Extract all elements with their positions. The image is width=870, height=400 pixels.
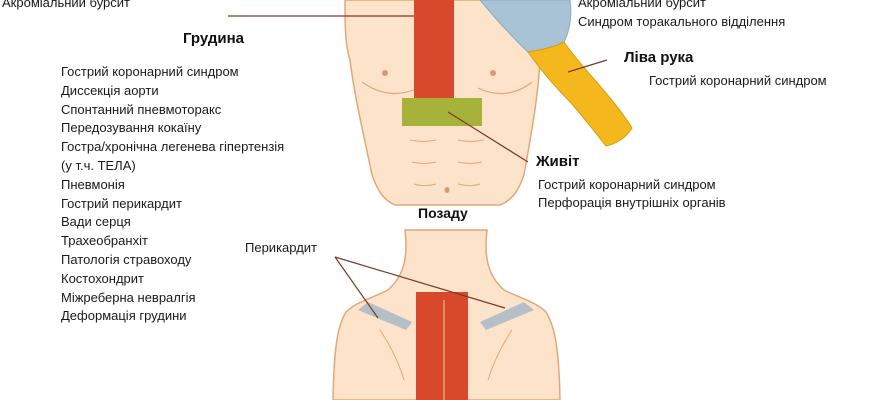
- trapezius-line-left: [379, 329, 405, 381]
- list-item: Міжреберна невралгія: [61, 289, 196, 305]
- ab-line-2: [457, 139, 485, 142]
- list-item: Пневмонія: [61, 176, 125, 192]
- shoulder-item-1: Акроміальний бурсит: [578, 0, 707, 10]
- list-item: Деформація грудини: [61, 308, 187, 324]
- sternum-heading: Грудина: [183, 30, 245, 47]
- list-item: Трахеобранхіт: [61, 233, 148, 249]
- pointer-lines: [228, 15, 608, 319]
- ab-line-5: [413, 183, 437, 186]
- nipple-left: [382, 70, 388, 76]
- left-arm-item: Гострий коронарний синдром: [649, 73, 827, 88]
- list-item: (у т.ч. ТЕЛА): [61, 157, 136, 173]
- arm-region: [527, 41, 633, 147]
- list-item: Спонтанний пневмоторакс: [61, 101, 222, 117]
- top-left-label: Акроміальний бурсит: [2, 0, 131, 10]
- list-item: Диссекція аорти: [61, 82, 159, 98]
- list-item: Гостра/хронічна легенева гіпертензія: [61, 139, 285, 155]
- shoulder-item-2: Синдром торакального відділення: [578, 14, 786, 29]
- ab-line-6: [457, 183, 481, 186]
- abdomen-heading: Живіт: [536, 153, 580, 170]
- sternum-region: [414, 0, 454, 100]
- spine-region: [416, 292, 468, 400]
- back-gray-right: [480, 302, 534, 330]
- abdomen-item-1: Гострий коронарний синдром: [538, 177, 716, 192]
- list-item: Вади серця: [61, 214, 131, 230]
- front-torso: [344, 0, 551, 206]
- back-heading: Позаду: [418, 205, 468, 221]
- abdomen-item-2: Перфорація внутрішніх органів: [538, 195, 726, 210]
- left-arm-heading: Ліва рука: [624, 49, 694, 66]
- trapezius-line-right: [487, 329, 513, 381]
- pointer-pericarditis-left: [334, 256, 379, 319]
- ab-line-1: [409, 139, 437, 142]
- list-item: Патологія стравоходу: [61, 251, 192, 267]
- ab-line-3: [411, 161, 437, 164]
- left-arm: [479, 0, 633, 147]
- back-torso: [332, 229, 561, 400]
- pointer-pericarditis-right: [334, 256, 506, 309]
- list-item: Гострий перикардит: [61, 195, 182, 211]
- pointer-arm: [567, 59, 608, 73]
- ab-line-4: [457, 161, 483, 164]
- abdomen-region: [402, 98, 482, 126]
- pointer-abdomen: [447, 111, 529, 163]
- nipple-right: [490, 70, 496, 76]
- navel: [444, 187, 450, 193]
- list-item: Гострий коронарний синдром: [61, 64, 239, 79]
- list-item: Передозування кокаїну: [61, 120, 202, 136]
- pericarditis-label: Перикардит: [245, 240, 318, 255]
- pectoral-line-left: [361, 81, 419, 95]
- sternum-list: Гострий коронарний синдром Диссекція аор…: [61, 63, 284, 326]
- pectoral-line-right: [477, 81, 533, 95]
- list-item: Костохондрит: [61, 270, 144, 286]
